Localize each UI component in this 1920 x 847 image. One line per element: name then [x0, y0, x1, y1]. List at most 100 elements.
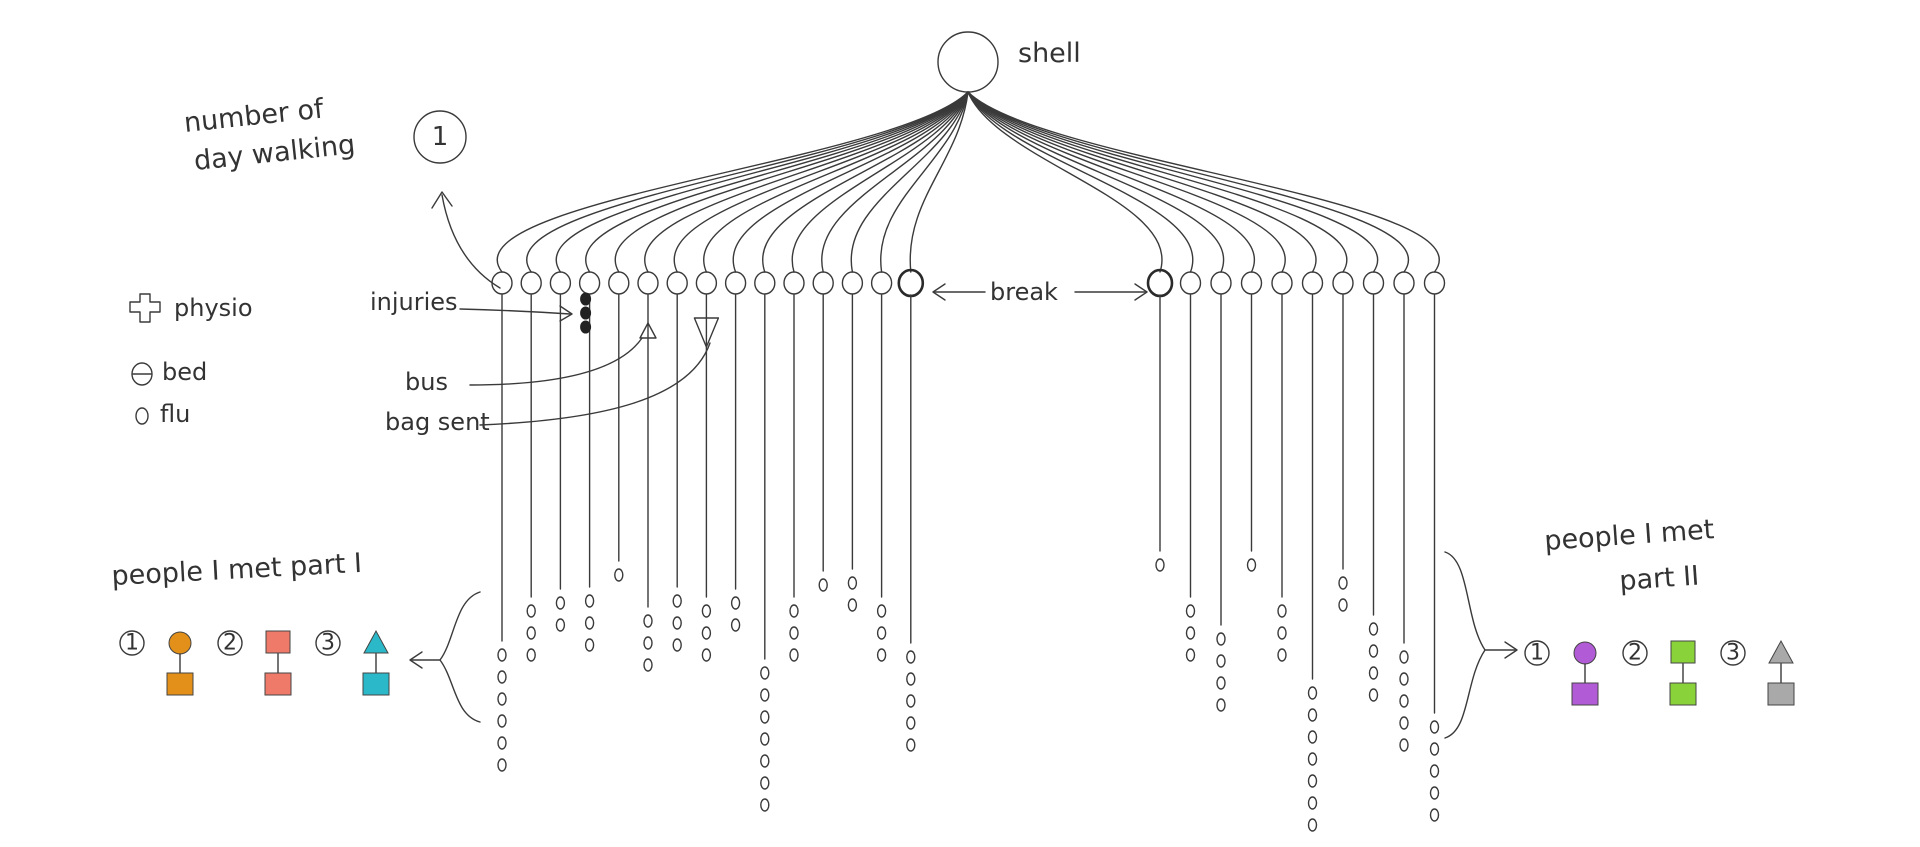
- day-node: [1210, 271, 1232, 295]
- person-drop: [876, 604, 887, 618]
- person-body-square: [1767, 682, 1795, 706]
- injury-mark: [580, 292, 592, 306]
- injuries-arrow-head: [559, 305, 573, 322]
- person-drop: [1277, 626, 1287, 640]
- fan-line: [967, 91, 1409, 273]
- part2-person-2: 2: [1622, 640, 1697, 706]
- person-drop: [1429, 808, 1440, 822]
- person-drop: [1399, 716, 1409, 730]
- day-node: [1332, 271, 1354, 295]
- fan-lines: [497, 91, 1440, 273]
- person-number-circle: [315, 630, 341, 656]
- person-drop: [760, 732, 770, 746]
- person-drop: [1399, 650, 1409, 664]
- part1-day-14: [870, 271, 893, 662]
- bag-sent-arrow: [479, 342, 711, 426]
- part2-day-9: [1393, 271, 1415, 752]
- person-drop: [1338, 598, 1348, 612]
- part1-day-3: [549, 271, 572, 632]
- fan-line: [880, 91, 969, 273]
- day-node: [578, 271, 601, 295]
- bag-sent-mark: [693, 317, 720, 348]
- people-part1-arrow-head: [409, 651, 423, 669]
- bus-mark: [639, 322, 657, 339]
- physio-icon: [129, 293, 161, 323]
- fan-line: [967, 91, 1440, 273]
- top-label-arrow-head: [431, 191, 453, 209]
- person-body-square: [1669, 682, 1697, 706]
- day-nodes: [491, 268, 1446, 832]
- fan-line: [967, 91, 1163, 273]
- person-drop: [584, 594, 595, 608]
- day-node: [841, 271, 864, 295]
- person-drop: [1307, 730, 1318, 744]
- fan-line: [703, 91, 969, 273]
- fan-line: [614, 91, 969, 273]
- person-drop: [1155, 558, 1165, 572]
- top-label-line2: day walking: [192, 129, 356, 177]
- legend-flu-label: flu: [160, 400, 190, 428]
- person-drop: [1216, 654, 1226, 668]
- day-node: [695, 271, 718, 295]
- part1-day-5: [608, 271, 630, 582]
- legend: physio bed flu: [129, 293, 253, 428]
- person-drop: [760, 666, 770, 680]
- person-drop: [1429, 786, 1440, 800]
- person-drop: [1185, 604, 1196, 618]
- person-drop: [643, 658, 653, 672]
- person-drop: [701, 648, 712, 662]
- fan-line: [497, 91, 969, 273]
- person-drop: [497, 714, 507, 728]
- part1-day-13: [841, 271, 864, 612]
- person-head-circle: [168, 631, 192, 655]
- bag-sent-label: bag sent: [385, 408, 490, 436]
- people-part1-brace: [439, 591, 481, 723]
- day-node: [608, 271, 630, 295]
- part2-day-2: [1179, 271, 1202, 662]
- annotation-bus: bus: [405, 337, 643, 396]
- person-drop: [906, 672, 916, 686]
- person-drop: [906, 650, 916, 664]
- person-drop: [1307, 708, 1318, 722]
- person-drop: [672, 594, 682, 608]
- break-arrow-left-head: [932, 283, 946, 301]
- day-node: [666, 271, 688, 295]
- person-drop: [1307, 752, 1318, 766]
- person-drop: [760, 776, 770, 790]
- legend-flu: flu: [135, 400, 190, 428]
- fan-line: [762, 91, 969, 273]
- people-part2-title-line2: part II: [1618, 560, 1700, 596]
- day-node: [1271, 271, 1293, 295]
- part1-day-6: [637, 271, 659, 672]
- fan-line: [967, 91, 1256, 273]
- break-label: break: [990, 278, 1058, 306]
- person-drop: [1429, 720, 1440, 734]
- fan-line: [821, 91, 969, 273]
- day-node: [1362, 271, 1385, 295]
- people-part2-arrow-head: [1504, 641, 1518, 659]
- fan-line: [732, 91, 969, 273]
- part1-person-1: 1: [119, 630, 194, 696]
- person-drop: [672, 638, 682, 652]
- break-day-node: [1146, 268, 1174, 298]
- legend-bed-label: bed: [162, 358, 207, 386]
- person-drop: [526, 604, 536, 618]
- person-drop: [789, 648, 799, 662]
- person-drop: [730, 596, 741, 610]
- fan-line: [967, 91, 1348, 273]
- injury-mark: [580, 320, 592, 334]
- part2-day-4: [1240, 271, 1263, 572]
- person-drop: [1216, 698, 1226, 712]
- part1-day-15: [897, 268, 925, 752]
- person-drop: [584, 638, 595, 652]
- person-number: 2: [1628, 641, 1642, 666]
- legend-bed: bed: [131, 358, 207, 386]
- part1-day-4: [578, 271, 601, 652]
- person-drop: [906, 694, 916, 708]
- person-number: 3: [321, 631, 335, 656]
- person-number: 1: [125, 631, 139, 656]
- person-number-circle: [1720, 640, 1746, 666]
- fan-line: [967, 91, 1225, 273]
